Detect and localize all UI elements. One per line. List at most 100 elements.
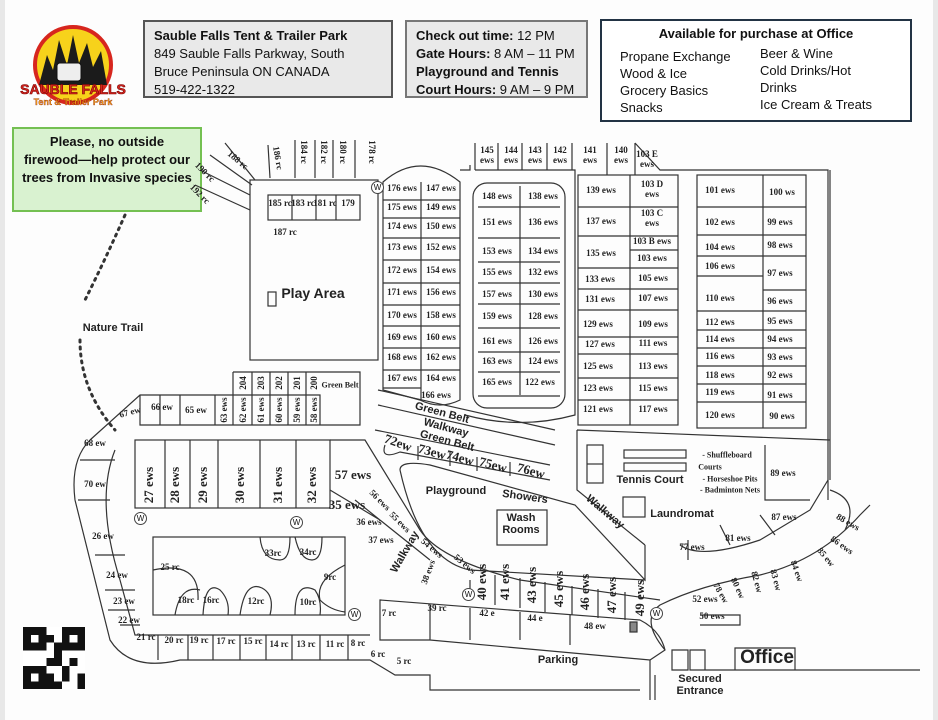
campsite-label: 169 ews: [387, 332, 417, 342]
park-info-box: Sauble Falls Tent & Trailer Park 849 Sau…: [143, 20, 393, 98]
campsite-label: 112 ews: [705, 317, 735, 327]
campsite-label: 19 rc: [189, 635, 209, 645]
park-logo: SAUBLE FALLS Tent & Trailer Park: [20, 25, 126, 107]
campsite-label: 164 ews: [426, 373, 456, 383]
campsite-label: 24 ew: [106, 570, 128, 580]
area-label-secured-entrance: Secured Entrance: [676, 672, 724, 697]
campsite-label: 77 ews: [679, 542, 705, 552]
area-label-amenity2: - Horseshoe Pits: [702, 474, 758, 484]
logo-title: SAUBLE FALLS: [20, 81, 126, 97]
campsite-label: 28 ews: [167, 466, 182, 504]
campsite-label: 42 e: [479, 608, 495, 618]
park-address-line1: 849 Sauble Falls Parkway, South: [154, 46, 345, 61]
campsite-label: 63 ews: [219, 397, 229, 423]
campsite-label: 39 rc: [427, 603, 447, 613]
campsite-label: 160 ews: [426, 332, 456, 342]
office-item: Propane Exchange: [620, 49, 731, 64]
park-phone: 519-422-1322: [154, 82, 235, 97]
campsite-label: 25 rc: [160, 562, 180, 572]
campsite-label: 18rc: [177, 595, 195, 605]
campsite-label: 30 ews: [232, 466, 247, 504]
campsite-label: 90 ews: [769, 411, 795, 421]
campsite-label: 154 ews: [426, 265, 456, 275]
campsite-label: 129 ews: [583, 319, 613, 329]
campsite-label: 6 rc: [370, 649, 386, 659]
checkout-label: Check out time:: [416, 28, 514, 43]
campsite-label: 158 ews: [426, 310, 456, 320]
campsite-label: 29 ews: [195, 466, 210, 504]
campsite-label: 103 E ews: [636, 149, 658, 169]
campsite-label: 58 ews: [309, 397, 319, 423]
campsite-label: 10rc: [299, 597, 317, 607]
park-address-line2: Bruce Peninsula ON CANADA: [154, 64, 330, 79]
park-name: Sauble Falls Tent & Trailer Park: [154, 28, 348, 43]
campsite-label: 93 ews: [767, 352, 793, 362]
campsite-label: 170 ews: [387, 310, 417, 320]
office-item: Beer & Wine: [760, 46, 833, 61]
qr-code[interactable]: [22, 627, 86, 689]
campsite-label: 118 ews: [705, 370, 735, 380]
campsite-label: 159 ews: [482, 311, 512, 321]
gate-value: 8 AM – 11 PM: [490, 46, 575, 61]
campsite-label: 41 ews: [497, 563, 512, 601]
campsite-label: 187 rc: [273, 227, 297, 237]
campsite-label: 150 ews: [426, 221, 456, 231]
campsite-label: 45 ews: [551, 570, 566, 608]
campsite-label: 101 ews: [705, 185, 735, 195]
checkout-value: 12 PM: [513, 28, 555, 43]
campsite-label: 172 ews: [387, 265, 417, 275]
campsite-label: 113 ews: [638, 361, 668, 371]
campsite-label: 136 ews: [528, 217, 558, 227]
campsite-label: 16rc: [202, 595, 220, 605]
campsite-label: 62 ews: [238, 397, 248, 423]
campsite-label: 31 ews: [270, 466, 285, 504]
campsite-label: 13 rc: [296, 639, 316, 649]
campsite-label: 91 ews: [767, 390, 793, 400]
office-item: Grocery Basics: [620, 83, 709, 98]
campsite-label: 7 rc: [381, 608, 397, 618]
campsite-label: 126 ews: [528, 336, 558, 346]
campsite-label: 37 ews: [368, 535, 394, 545]
area-label-amenity1: - Shuffleboard: [702, 450, 752, 460]
campsite-label: 8 rc: [350, 638, 366, 648]
campsite-label: 60 ews: [274, 397, 284, 423]
area-label-green-belt-small: Green Belt: [321, 380, 359, 390]
office-item: Ice Cream & Treats: [760, 97, 872, 112]
area-label-amenity3: - Badminton Nets: [699, 485, 761, 495]
campsite-label: 15 rc: [243, 636, 263, 646]
campsite-label: 137 ews: [586, 216, 616, 226]
campsite-label: 125 ews: [583, 361, 613, 371]
campsite-label: 34rc: [299, 547, 317, 557]
campsite-label: 165 ews: [482, 377, 512, 387]
campsite-label: 23 ew: [113, 596, 135, 606]
campsite-label: 163 ews: [482, 356, 512, 366]
campsite-label: 128 ews: [528, 311, 558, 321]
campsite-label: 48 ew: [584, 621, 606, 631]
campsite-label: 98 ews: [767, 240, 793, 250]
playground-hours-label: Playground and Tennis: [416, 64, 559, 79]
campsite-label: 162 ews: [426, 352, 456, 362]
campsite-label: 145 ews: [480, 145, 494, 165]
campsite-label: 142 ews: [553, 145, 567, 165]
campsite-label: 44 e: [527, 613, 543, 623]
area-label-office[interactable]: Office: [740, 647, 794, 668]
campsite-label: 12rc: [247, 596, 265, 606]
logo-subtitle: Tent & Trailer Park: [34, 97, 114, 107]
area-label-nature-trail: Nature Trail: [82, 322, 144, 334]
campsite-label: 135 ews: [586, 248, 616, 258]
campsite-label: 156 ews: [426, 287, 456, 297]
campsite-label: 200: [309, 376, 319, 390]
area-label-playground: Playground: [425, 485, 487, 497]
campsite-label: 97 ews: [767, 268, 793, 278]
office-item: Cold Drinks/Hot: [760, 63, 852, 78]
campsite-label: 121 ews: [583, 404, 613, 414]
campsite-label: 43 ews: [524, 566, 539, 604]
campsite-label: 157 ews: [482, 289, 512, 299]
campsite-label: 173 ews: [387, 242, 417, 252]
campsite-label: 102 ews: [705, 217, 735, 227]
campsite-label: 120 ews: [705, 410, 735, 420]
campsite-label: 61 ews: [256, 397, 266, 423]
campsite-label: 11 rc: [325, 639, 345, 649]
